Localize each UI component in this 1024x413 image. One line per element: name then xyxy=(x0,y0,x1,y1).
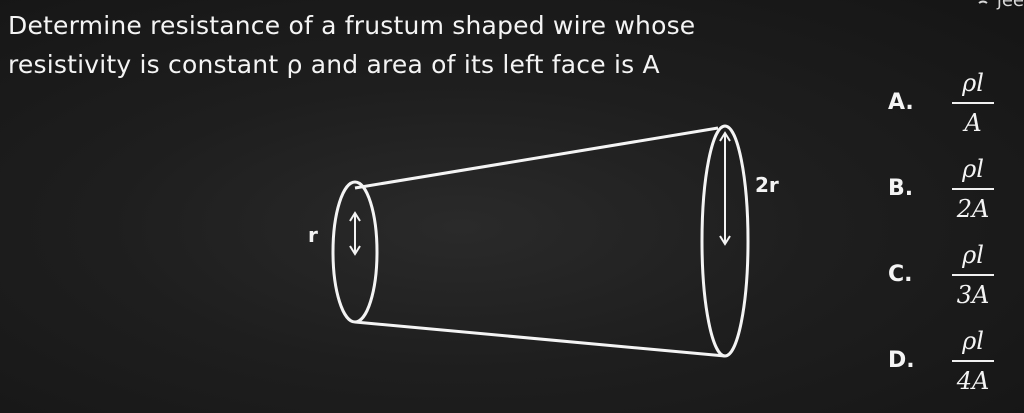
wifi-like-logo-icon xyxy=(978,0,988,4)
option-d[interactable]: D. ρl 4A xyxy=(888,326,1018,412)
fraction-numerator: ρl xyxy=(962,327,984,355)
right-radius-label: 2r xyxy=(755,173,779,197)
fraction-numerator: ρl xyxy=(962,155,984,183)
question-text: Determine resistance of a frustum shaped… xyxy=(8,11,696,79)
brand-name: jee xyxy=(996,0,1024,11)
fraction-denominator: 4A xyxy=(956,367,990,395)
option-fraction: ρl 2A xyxy=(952,154,994,224)
left-radius-label: r xyxy=(308,223,318,247)
left-radius-arrow xyxy=(349,211,361,256)
option-letter: B. xyxy=(888,176,914,201)
fraction-denominator: A xyxy=(964,109,982,137)
option-letter: D. xyxy=(888,348,915,373)
option-fraction: ρl 3A xyxy=(952,240,994,310)
fraction-bar xyxy=(952,360,994,362)
fraction-denominator: 3A xyxy=(956,281,990,309)
fraction-numerator: ρl xyxy=(962,69,984,97)
frustum-svg: r 2r xyxy=(308,124,779,358)
option-b[interactable]: B. ρl 2A xyxy=(888,154,1018,240)
frustum-top-edge xyxy=(354,126,719,190)
fraction-bar xyxy=(952,188,994,190)
option-fraction: ρl A xyxy=(952,68,994,138)
fraction-bar xyxy=(952,274,994,276)
option-a[interactable]: A. ρl A xyxy=(888,68,1018,154)
frustum-diagram: r 2r xyxy=(300,120,800,370)
option-fraction: ρl 4A xyxy=(952,326,994,396)
fraction-denominator: 2A xyxy=(956,195,990,223)
right-radius-arrow xyxy=(719,131,731,246)
fraction-bar xyxy=(952,102,994,104)
option-c[interactable]: C. ρl 3A xyxy=(888,240,1018,326)
fraction-numerator: ρl xyxy=(962,241,984,269)
option-letter: A. xyxy=(888,90,914,115)
option-letter: C. xyxy=(888,262,913,287)
frustum-bottom-edge xyxy=(354,320,726,358)
brand: jee xyxy=(975,0,1024,11)
